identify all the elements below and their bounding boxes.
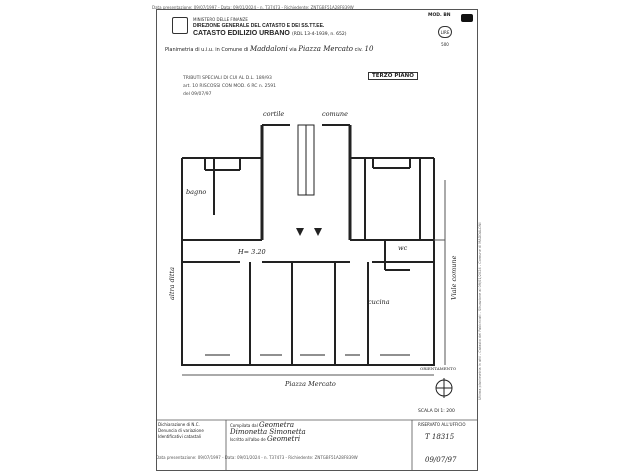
document-sheet xyxy=(156,9,478,471)
via-value: Piazza Mercato xyxy=(298,45,353,53)
iscritto-label: Iscritto all'albo de xyxy=(230,437,266,442)
planimetria-line: Planimetria di u.i.u. in Comune di Madda… xyxy=(165,45,373,53)
identificativi-label: Identificativi catastali xyxy=(158,434,201,439)
via-label: via xyxy=(289,47,297,53)
data-value: 09/07/97 xyxy=(425,456,457,464)
tributi-stamp: TRIBUTI SPECIALI DI CUI AL D.L. 189/93 a… xyxy=(183,75,276,99)
bagno-label: bagno xyxy=(186,188,207,196)
tributi-line: art. 10 RISCOSSI CON MOD. 6 RC n. 2591 xyxy=(183,84,277,89)
altezza-label: H= 3.20 xyxy=(238,248,266,256)
stamp-icon xyxy=(461,14,473,22)
civ-label: civ. xyxy=(354,47,363,53)
planimetria-label: Planimetria di u.i.u. in Comune di xyxy=(165,47,249,53)
tributi-line: del 09/07/97 xyxy=(183,92,212,97)
civ-value: 10 xyxy=(364,45,374,53)
compilata-value: Geometra xyxy=(259,421,295,429)
footer-left: Dichiarazione di N.C. Denuncia di variaz… xyxy=(158,422,204,440)
ministry-title: MINISTERO DELLE FINANZE xyxy=(193,17,248,22)
catasto-title: CATASTO EDILIZIO URBANO xyxy=(193,30,290,37)
mod-label: MOD. BN xyxy=(428,13,451,18)
comune-label: comune xyxy=(322,110,348,118)
republic-emblem-icon xyxy=(172,17,188,34)
nome-value: Dimonetta Simonetta xyxy=(230,428,306,436)
compilata-label: Compilata dal xyxy=(230,423,258,428)
compass-icon xyxy=(435,378,453,398)
footer-middle: Compilata dal Geometra Dimonetta Simonet… xyxy=(230,422,306,443)
floor-label: TERZO PIANO xyxy=(368,72,418,80)
viale-comune-label: Viale comune xyxy=(450,255,458,300)
scala-label: SCALA DI 1: 200 xyxy=(418,409,455,414)
top-stamp: Data presentazione: 09/07/1997 - Data: 0… xyxy=(152,5,354,10)
cortile-label: cortile xyxy=(263,110,285,118)
dichiarazione-label: Dichiarazione di N.C. xyxy=(158,422,200,427)
sidebar-stamp: Ultima planimetria in atti - Catasto dei… xyxy=(478,222,482,400)
tributi-line: TRIBUTI SPECIALI DI CUI AL D.L. 189/93 xyxy=(183,76,272,81)
riservato-label: RISERVATO ALL'UFFICIO xyxy=(418,422,466,427)
protocollo-value: T 18315 xyxy=(425,433,455,441)
denuncia-label: Denuncia di variazione xyxy=(158,428,204,433)
lire-stamp: LIRE 500 xyxy=(438,26,452,47)
bottom-stamp: Data presentazione: 09/07/1997 - Data: 0… xyxy=(156,455,358,460)
piazza-label: Piazza Mercato xyxy=(285,380,336,388)
comune-value: Maddaloni xyxy=(250,45,288,53)
rdl-reference: (RDL 13-4-1939, n. 652) xyxy=(292,32,347,37)
altra-ditta-label: altra ditta xyxy=(168,267,176,300)
wc-label: wc xyxy=(398,244,408,252)
cucina-label: cucina xyxy=(368,298,390,306)
direzione-title: DIREZIONE GENERALE DEL CATASTO E DEI SS.… xyxy=(193,23,325,29)
orientamento-label: ORIENTAMENTO xyxy=(420,366,457,371)
iscritto-value: Geometri xyxy=(266,435,301,443)
